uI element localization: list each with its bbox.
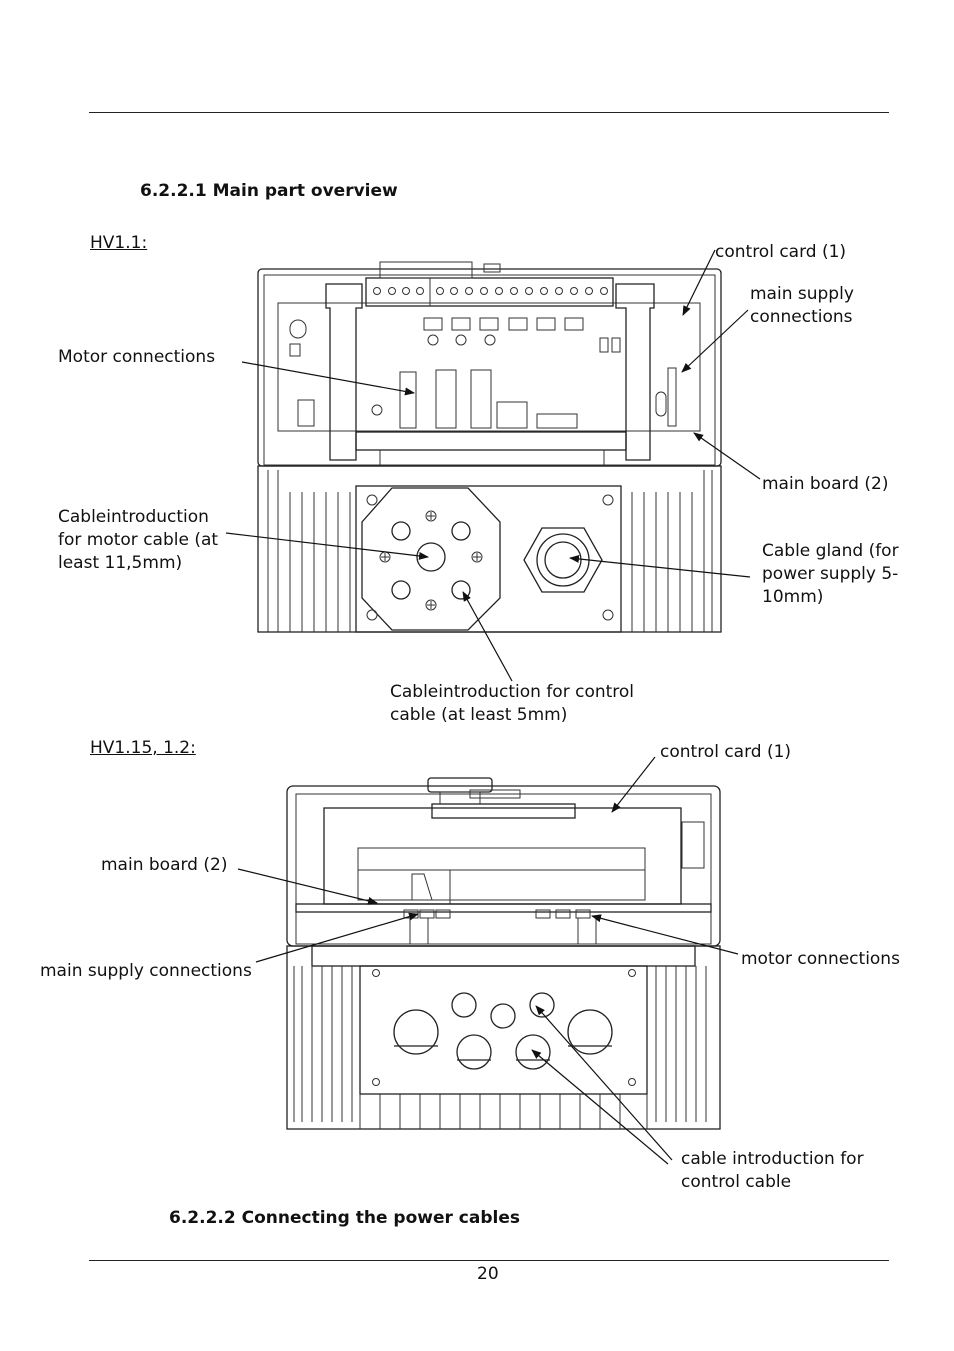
hv11-label: HV1.1:	[90, 233, 148, 253]
hv115-drawing	[237, 756, 739, 1165]
hv11-cable-control-label-2: cable (at least 5mm)	[390, 705, 568, 725]
hv11-main-board-label: main board (2)	[762, 474, 889, 494]
hv115-main-supply-label: main supply connections	[40, 961, 252, 981]
header-rule	[89, 112, 889, 113]
hv115-cable-control-label-1: cable introduction for	[681, 1149, 864, 1169]
hv115-main-board-label: main board (2)	[101, 855, 228, 875]
hv11-cable-gland-label-2: power supply 5-	[762, 564, 899, 584]
hv115-control-card-label: control card (1)	[660, 742, 792, 762]
hv11-cable-motor-label-2: for motor cable (at	[58, 530, 219, 550]
hv115-motor-connections-label: motor connections	[741, 949, 900, 969]
hv11-cable-gland-label-1: Cable gland (for	[762, 541, 899, 561]
hv11-main-supply-label-2: connections	[750, 307, 853, 327]
hv11-motor-connections-label: Motor connections	[58, 347, 216, 367]
hv11-main-supply-label-1: main supply	[750, 284, 854, 304]
hv11-cable-control-label-1: Cableintroduction for control	[390, 682, 635, 702]
section-heading-connecting-power-cables: 6.2.2.2 Connecting the power cables	[169, 1208, 520, 1228]
hv11-drawing	[225, 249, 761, 682]
footer-rule	[89, 1260, 889, 1261]
hv11-cable-motor-label-1: Cableintroduction	[58, 507, 209, 527]
hv11-cable-motor-label-3: least 11,5mm)	[58, 553, 183, 573]
hv115-label: HV1.15, 1.2:	[90, 738, 196, 758]
hv11-cable-gland-label-3: 10mm)	[762, 587, 824, 607]
hv115-cable-control-label-2: control cable	[681, 1172, 792, 1192]
hv11-control-card-label: control card (1)	[715, 242, 847, 262]
page-number: 20	[477, 1264, 499, 1284]
section-heading-main-part-overview: 6.2.2.1 Main part overview	[140, 181, 398, 201]
